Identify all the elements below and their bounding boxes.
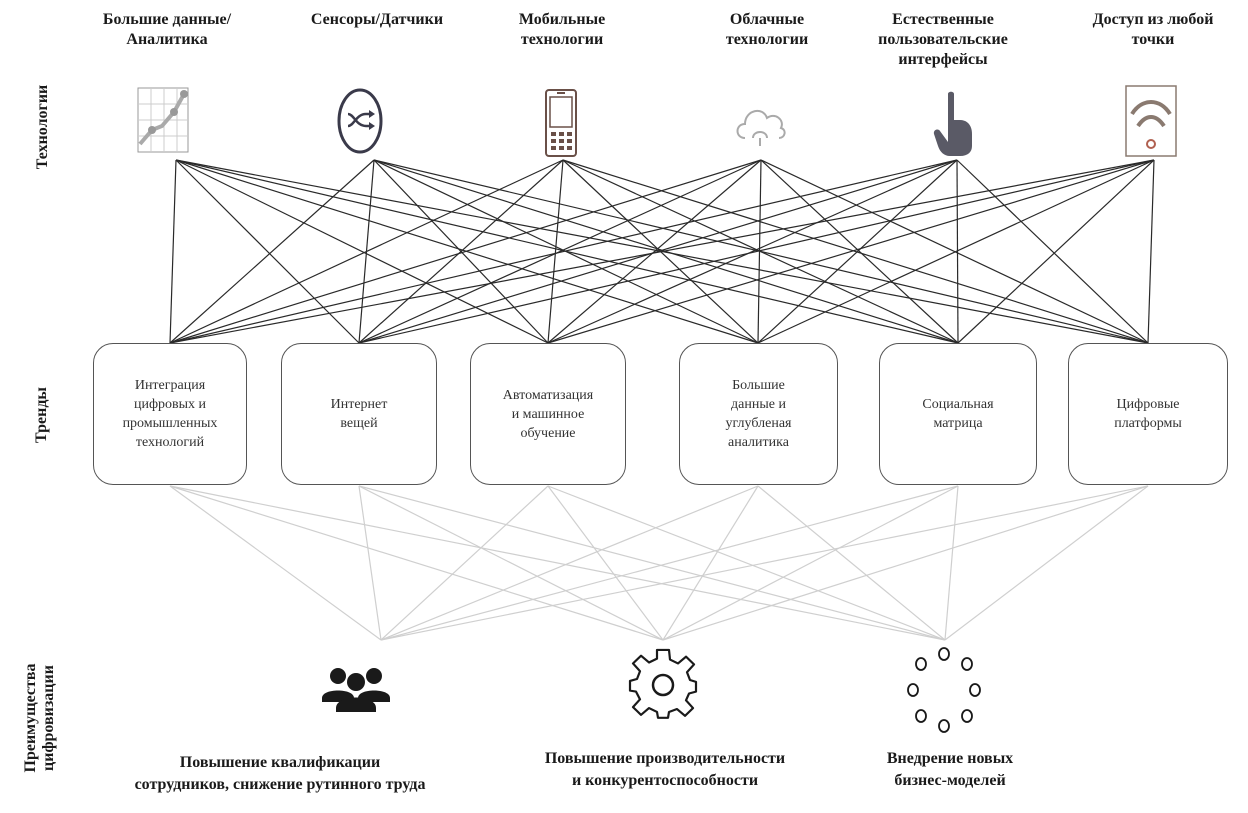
sensor-icon xyxy=(337,88,383,154)
connection-line-trend-2-benefit-0 xyxy=(380,485,549,641)
connection-line-tech-3-trend-4 xyxy=(760,159,959,344)
connection-line-trend-1-benefit-0 xyxy=(358,485,382,641)
technology-trend-connections xyxy=(169,159,1155,344)
tech-label-sensors: Сенсоры/Датчики xyxy=(310,11,444,28)
analytics-chart-icon xyxy=(137,87,189,153)
connection-line-trend-3-benefit-1 xyxy=(662,485,759,641)
connection-line-tech-0-trend-2 xyxy=(175,159,549,344)
connection-line-tech-3-trend-0 xyxy=(169,159,762,344)
trend-label: Социальная матрица xyxy=(922,397,994,431)
connection-line-tech-5-trend-3 xyxy=(757,159,1155,344)
tech-label-access-anywhere: Доступ из любой точки xyxy=(1092,11,1214,48)
connection-line-trend-2-benefit-1 xyxy=(547,485,664,641)
connection-line-tech-0-trend-0 xyxy=(169,159,177,344)
connection-line-trend-5-benefit-2 xyxy=(944,485,1149,641)
connection-line-tech-1-trend-0 xyxy=(169,159,375,344)
connection-line-trend-5-benefit-1 xyxy=(662,485,1149,641)
trend-label: Автоматизация и машинное обучение xyxy=(502,387,594,441)
connection-line-tech-5-trend-1 xyxy=(358,159,1155,344)
pointing-hand-icon xyxy=(933,91,972,156)
trend-label: Цифровые платформы xyxy=(1114,397,1182,431)
connection-line-trend-3-benefit-0 xyxy=(380,485,759,641)
trend-box-integration: Интеграция цифровых и промышленных техно… xyxy=(93,343,247,485)
connection-line-trend-4-benefit-2 xyxy=(944,485,959,641)
connection-line-tech-3-trend-2 xyxy=(547,159,762,344)
benefit-label-productivity: Повышение производительности и конкурент… xyxy=(544,750,786,789)
wifi-icon xyxy=(1125,85,1177,157)
connection-line-trend-4-benefit-0 xyxy=(380,485,959,641)
connection-line-tech-1-trend-4 xyxy=(373,159,959,344)
connection-line-tech-3-trend-1 xyxy=(358,159,762,344)
connection-line-tech-5-trend-4 xyxy=(957,159,1155,344)
tech-label-natural-ui: Естественные пользовательские интерфейсы xyxy=(878,11,1008,68)
row-label-technologies: Технологии xyxy=(34,84,51,170)
row-label-benefits: Преимущества цифровизации xyxy=(22,663,57,773)
trend-box-automation: Автоматизация и машинное обучение xyxy=(470,343,626,485)
cloud-icon xyxy=(736,109,786,146)
trend-label: Интернет вещей xyxy=(330,397,388,431)
connection-line-tech-5-trend-2 xyxy=(547,159,1155,344)
connection-line-trend-3-benefit-2 xyxy=(757,485,946,641)
connection-line-trend-4-benefit-1 xyxy=(662,485,959,641)
connection-line-tech-4-trend-1 xyxy=(358,159,958,344)
trend-box-digital-platforms: Цифровые платформы xyxy=(1068,343,1228,485)
row-label-trends: Тренды xyxy=(33,387,50,443)
trend-label: Большие данные и углубленая аналитика xyxy=(725,378,792,450)
circle-dots-icon xyxy=(907,647,981,733)
connection-line-tech-4-trend-4 xyxy=(956,159,959,344)
connection-line-tech-3-trend-5 xyxy=(760,159,1149,344)
connection-line-tech-2-trend-1 xyxy=(358,159,564,344)
connection-line-tech-3-trend-3 xyxy=(757,159,762,344)
tech-label-cloud: Облачные технологии xyxy=(725,11,809,48)
connection-line-tech-4-trend-2 xyxy=(547,159,958,344)
connection-line-tech-2-trend-4 xyxy=(562,159,959,344)
connection-line-tech-4-trend-3 xyxy=(757,159,958,344)
connection-line-trend-1-benefit-1 xyxy=(358,485,664,641)
connection-line-trend-2-benefit-2 xyxy=(547,485,946,641)
connection-line-tech-4-trend-0 xyxy=(169,159,958,344)
benefit-label-qualification: Повышение квалификации сотрудников, сниж… xyxy=(134,754,426,793)
trend-benefit-connections xyxy=(169,485,1149,641)
trend-box-iot: Интернет вещей xyxy=(281,343,437,485)
connection-line-tech-4-trend-5 xyxy=(956,159,1149,344)
tech-label-big-data: Большие данные/ Аналитика xyxy=(102,11,232,48)
people-group-icon xyxy=(322,668,390,712)
connection-line-tech-5-trend-5 xyxy=(1147,159,1155,344)
gear-icon xyxy=(628,648,698,719)
trend-box-big-data: Большие данные и углубленая аналитика xyxy=(679,343,838,485)
mobile-phone-icon xyxy=(545,89,577,157)
connection-line-tech-2-trend-2 xyxy=(547,159,564,344)
connection-line-tech-2-trend-5 xyxy=(562,159,1149,344)
connection-line-tech-0-trend-1 xyxy=(175,159,360,344)
connection-line-trend-0-benefit-1 xyxy=(169,485,664,641)
benefit-label-business-models: Внедрение новых бизнес-моделей xyxy=(886,750,1014,789)
connection-line-tech-2-trend-0 xyxy=(169,159,564,344)
connection-line-trend-0-benefit-2 xyxy=(169,485,946,641)
connection-line-trend-0-benefit-0 xyxy=(169,485,382,641)
trend-box-social-matrix: Социальная матрица xyxy=(879,343,1037,485)
connection-line-trend-5-benefit-0 xyxy=(380,485,1149,641)
tech-label-mobile: Мобильные технологии xyxy=(518,11,606,48)
connection-line-trend-1-benefit-2 xyxy=(358,485,946,641)
trend-label: Интеграция цифровых и промышленных техно… xyxy=(122,378,218,450)
connection-line-tech-5-trend-0 xyxy=(169,159,1155,344)
